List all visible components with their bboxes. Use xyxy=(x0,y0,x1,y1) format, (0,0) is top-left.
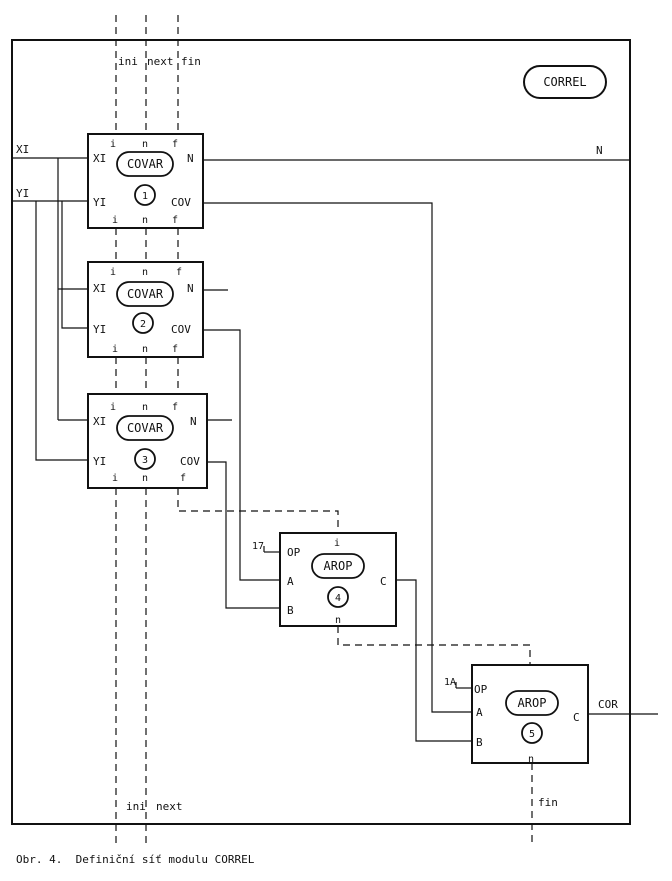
covar-2-top-pin-f: f xyxy=(176,267,182,278)
covar-block-3: i n f XI YI N COV COVAR 3 i n f xyxy=(87,393,208,489)
output-n-label: N xyxy=(596,144,603,157)
output-cor-label: COR xyxy=(598,698,618,711)
covar-1-name: COVAR xyxy=(127,157,164,171)
covar-1-pin-cov: COV xyxy=(171,196,191,209)
input-yi-label: YI xyxy=(16,187,29,200)
arop-block-4: 17 i OP A B C AROP 4 n xyxy=(252,532,397,627)
arop-5-pin-c: C xyxy=(573,711,580,724)
module-title: CORREL xyxy=(543,75,586,89)
arop-4-pin-op: OP xyxy=(287,546,301,559)
covar-3-pin-yi: YI xyxy=(93,455,106,468)
covar-2-pin-n: N xyxy=(187,282,194,295)
arop-5-op-value: 1A xyxy=(444,677,456,688)
bus-fin-label: fin xyxy=(181,55,201,68)
covar-2-pin-cov: COV xyxy=(171,323,191,336)
covar-1-pin-n: N xyxy=(187,152,194,165)
covar-1-pin-xi: XI xyxy=(93,152,106,165)
covar-1-bottom-pin-f: f xyxy=(172,215,178,226)
covar-3-top-pin-n: n xyxy=(142,402,148,413)
covar-2-pin-yi: YI xyxy=(93,323,106,336)
covar-1-top-pin-i: i xyxy=(110,139,116,150)
covar-3-pin-n: N xyxy=(190,415,197,428)
arop-5-bottom-pin-n: n xyxy=(528,754,534,765)
arop-block-5: 1A OP A B C AROP 5 n xyxy=(444,664,589,765)
arop-block-4-box xyxy=(279,532,397,627)
arop-5-pin-a: A xyxy=(476,706,483,719)
input-xi-label: XI xyxy=(16,143,29,156)
covar-2-bottom-pin-i: i xyxy=(112,344,118,355)
arop-4-pin-b: B xyxy=(287,604,294,617)
bus-next-label: next xyxy=(147,55,174,68)
arop-4-op-value: 17 xyxy=(252,541,264,552)
covar-2-top-pin-n: n xyxy=(142,267,148,278)
covar-1-number-circle xyxy=(134,184,156,206)
arop-4-top-pin-i: i xyxy=(334,538,340,549)
covar-3-number-circle xyxy=(134,448,156,470)
covar-3-bottom-pin-n: n xyxy=(142,473,148,484)
arop-4-number-circle xyxy=(327,586,349,608)
covar-3-top-pin-f: f xyxy=(172,402,178,413)
covar-2-name: COVAR xyxy=(127,287,164,301)
bottom-bus-ini-label: ini xyxy=(126,800,146,813)
arop-4-pin-a: A xyxy=(287,575,294,588)
bus-ini-label: ini xyxy=(118,55,138,68)
covar-1-bottom-pin-i: i xyxy=(112,215,118,226)
arop-5-number-circle xyxy=(521,722,543,744)
covar-1-top-pin-f: f xyxy=(172,139,178,150)
covar-1-top-pin-n: n xyxy=(142,139,148,150)
arop-4-number: 4 xyxy=(335,593,341,604)
covar-1-bottom-pin-n: n xyxy=(142,215,148,226)
covar-2-name-pill xyxy=(116,281,174,307)
module-frame xyxy=(11,39,631,825)
arop-5-name-pill xyxy=(505,690,559,716)
covar-2-bottom-pin-n: n xyxy=(142,344,148,355)
covar-block-3-box xyxy=(87,393,208,489)
covar-block-2: i n f XI YI N COV COVAR 2 i n f xyxy=(87,261,204,358)
covar-1-number: 1 xyxy=(142,191,148,202)
covar-2-number-circle xyxy=(132,312,154,334)
covar-3-name-pill xyxy=(116,415,174,441)
covar-3-number: 3 xyxy=(142,455,148,466)
arop-5-pin-op: OP xyxy=(474,683,488,696)
covar-2-bottom-pin-f: f xyxy=(172,344,178,355)
signal-wires xyxy=(12,157,658,742)
figure-caption: Obr. 4. Definiční síť modulu CORREL xyxy=(16,853,255,866)
arop-5-pin-b: B xyxy=(476,736,483,749)
covar-2-number: 2 xyxy=(140,319,146,330)
covar-3-bottom-pin-i: i xyxy=(112,473,118,484)
arop-5-number: 5 xyxy=(529,729,535,740)
covar-3-pin-cov: COV xyxy=(180,455,200,468)
covar-2-pin-xi: XI xyxy=(93,282,106,295)
covar-3-name: COVAR xyxy=(127,421,164,435)
covar-3-top-pin-i: i xyxy=(110,402,116,413)
covar-block-1-box xyxy=(87,133,204,229)
covar-3-bottom-pin-f: f xyxy=(180,473,186,484)
covar-2-top-pin-i: i xyxy=(110,267,116,278)
covar-1-name-pill xyxy=(116,151,174,177)
covar-block-1: i n f XI YI N COV COVAR 1 i n f xyxy=(87,133,204,229)
covar-block-2-box xyxy=(87,261,204,358)
covar-3-pin-xi: XI xyxy=(93,415,106,428)
bottom-bus-fin-label: fin xyxy=(538,796,558,809)
module-title-pill xyxy=(523,65,607,99)
covar-1-pin-yi: YI xyxy=(93,196,106,209)
arop-5-name: AROP xyxy=(518,696,547,710)
arop-4-name-pill xyxy=(311,553,365,579)
bottom-bus-next-label: next xyxy=(156,800,183,813)
arop-4-pin-c: C xyxy=(380,575,387,588)
arop-4-bottom-pin-n: n xyxy=(335,615,341,626)
arop-4-name: AROP xyxy=(324,559,353,573)
bus-lines xyxy=(115,15,533,846)
